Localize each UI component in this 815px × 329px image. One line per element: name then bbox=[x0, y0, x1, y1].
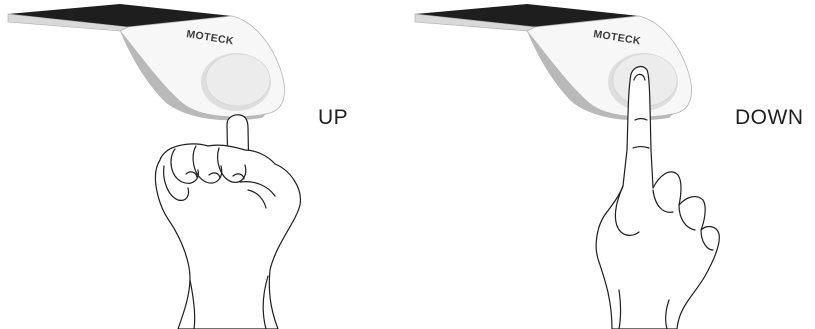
up-panel: MOTECK bbox=[0, 0, 400, 329]
down-label: DOWN bbox=[735, 107, 804, 128]
hand-finger-up bbox=[155, 115, 300, 329]
down-illustration: MOTECK bbox=[407, 0, 807, 329]
hand-controller: MOTECK bbox=[8, 4, 285, 120]
up-label: UP bbox=[318, 107, 348, 128]
up-illustration: MOTECK bbox=[0, 0, 400, 329]
down-panel: MOTECK DOWN bbox=[407, 0, 807, 329]
